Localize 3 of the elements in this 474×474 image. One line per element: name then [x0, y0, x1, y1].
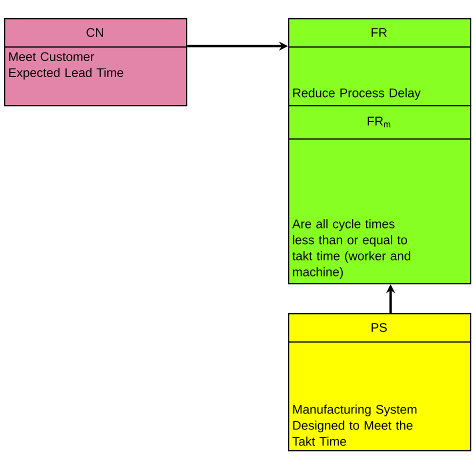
box: FR Reduce Process Delay: [288, 18, 472, 106]
box: PS Manufacturing System Designed to Meet the Takt Time: [288, 313, 472, 452]
box: CN Meet Customer Expected Lead Time: [4, 18, 188, 106]
